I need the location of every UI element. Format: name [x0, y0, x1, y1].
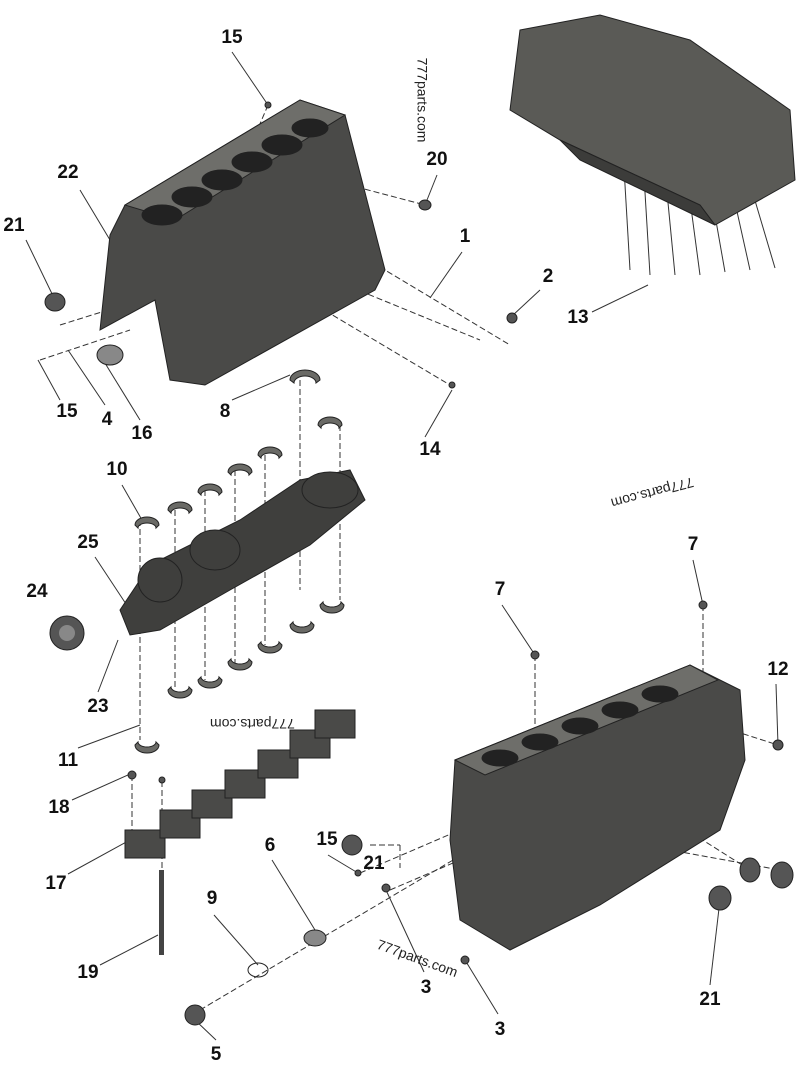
- callout-leaders: [25, 51, 779, 1041]
- callout-16: 16: [131, 423, 153, 444]
- watermark: 777parts.com: [210, 716, 295, 732]
- callout-15: 15: [56, 401, 78, 422]
- callout-13: 13: [567, 307, 589, 328]
- callout-9: 9: [206, 888, 218, 909]
- callout-17: 17: [45, 873, 67, 894]
- small-parts: [44, 101, 794, 1026]
- callout-22: 22: [57, 162, 79, 183]
- callout-7: 7: [494, 579, 506, 600]
- callout-19: 19: [77, 962, 99, 983]
- watermark: 777parts.com: [414, 57, 431, 143]
- bearing-caps: [124, 709, 356, 859]
- bearing-shells: [134, 369, 345, 754]
- callout-15: 15: [316, 829, 338, 850]
- callout-7: 7: [687, 534, 699, 555]
- callout-21: 21: [3, 215, 25, 236]
- callout-10: 10: [106, 459, 128, 480]
- callout-6: 6: [264, 835, 276, 856]
- engine-block-bottom: [449, 664, 746, 951]
- callout-20: 20: [426, 149, 448, 170]
- callout-15: 15: [221, 27, 243, 48]
- callout-21: 21: [363, 853, 385, 874]
- callout-5: 5: [210, 1044, 222, 1065]
- callout-1: 1: [459, 226, 471, 247]
- callout-23: 23: [87, 696, 109, 717]
- callout-3: 3: [420, 977, 432, 998]
- callout-14: 14: [419, 439, 441, 460]
- callout-8: 8: [219, 401, 231, 422]
- callout-11: 11: [57, 750, 79, 771]
- callout-25: 25: [77, 532, 99, 553]
- crankshaft: [119, 469, 366, 636]
- callout-4: 4: [101, 409, 113, 430]
- callout-24: 24: [26, 581, 48, 602]
- engine-block-top: [99, 99, 386, 386]
- callout-12: 12: [767, 659, 789, 680]
- cylinder-head: [509, 14, 796, 226]
- callout-18: 18: [48, 797, 70, 818]
- callout-3: 3: [494, 1019, 506, 1040]
- callout-2: 2: [542, 266, 554, 287]
- callout-21: 21: [699, 989, 721, 1010]
